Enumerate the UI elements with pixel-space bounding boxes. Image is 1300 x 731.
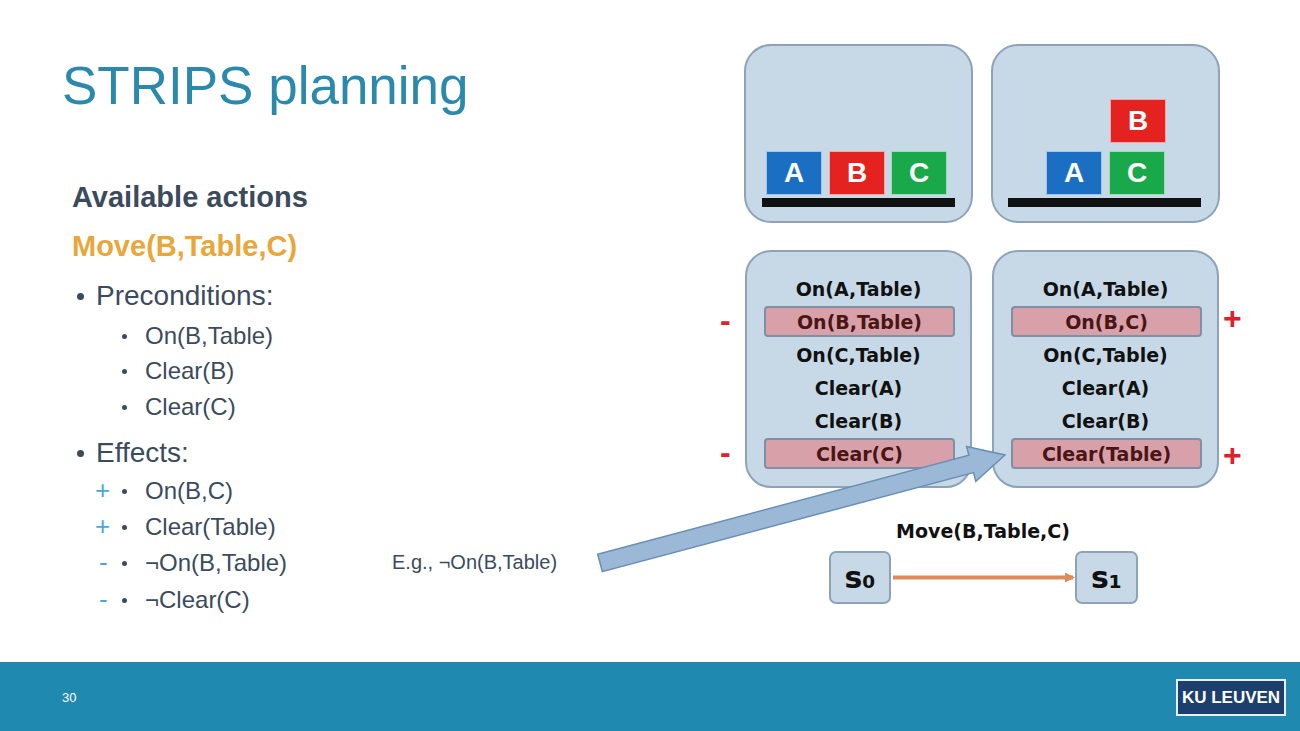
table-bar: [762, 198, 955, 207]
bullet-text: Clear(B): [145, 357, 234, 385]
bullet-dot: [77, 450, 84, 457]
block-letter: B: [1128, 105, 1148, 137]
example-note: E.g., ¬On(B,Table): [392, 551, 557, 574]
bullet-text: Clear(Table): [145, 513, 276, 541]
world-panel: [745, 45, 972, 222]
state-panel: On(A,Table) On(C,Table) Clear(A) Clear(B) On…: [745, 250, 972, 488]
block-box: C: [891, 151, 947, 195]
slide-title: STRIPS planning: [62, 56, 469, 116]
leader-arrow: [598, 447, 1005, 572]
fact-text: On(A,Table): [747, 277, 970, 301]
block-box: C: [1109, 151, 1165, 195]
fact-text: On(B,C): [1065, 311, 1148, 333]
block-box: B: [829, 151, 885, 195]
changed-fact-box: On(B,Table): [764, 306, 955, 337]
block-box: A: [766, 151, 822, 195]
bullet-text: Clear(C): [145, 393, 236, 421]
bullet-text: Preconditions:: [96, 280, 273, 312]
transition-label: Move(B,Table,C): [896, 520, 1070, 542]
fact-text: On(C,Table): [994, 343, 1217, 367]
fact-text: Clear(A): [747, 376, 970, 400]
bullet-dot: [122, 525, 127, 530]
bullet-dot: [122, 561, 127, 566]
footer-band: [0, 662, 1300, 731]
fact-text: Clear(B): [994, 409, 1217, 433]
bullet-text: On(B,Table): [145, 322, 273, 350]
changed-fact-box: On(B,C): [1011, 306, 1202, 337]
world-panel: [992, 45, 1219, 222]
changed-fact-box: Clear(Table): [1011, 438, 1202, 469]
delete-mark: -: [720, 302, 731, 339]
bullet-dot: [122, 489, 127, 494]
block-box: A: [1046, 151, 1102, 195]
state-name: s₀: [845, 560, 876, 595]
bullet-dot: [122, 405, 127, 410]
page-number: 30: [62, 691, 76, 706]
delete-mark: -: [99, 548, 108, 578]
changed-fact-box: Clear(C): [764, 438, 955, 469]
fact-text: Clear(Table): [1042, 443, 1171, 465]
section-heading: Available actions: [72, 181, 308, 214]
add-mark: +: [95, 512, 110, 542]
table-bar: [1008, 198, 1201, 207]
fact-text: Clear(C): [816, 443, 903, 465]
action-name: Move(B,Table,C): [72, 230, 297, 263]
fact-text: On(A,Table): [994, 277, 1217, 301]
add-mark: +: [1223, 300, 1242, 337]
bullet-text: ¬On(B,Table): [145, 549, 287, 577]
block-box: B: [1110, 99, 1166, 143]
bullet-dot: [122, 598, 127, 603]
fact-text: Clear(A): [994, 376, 1217, 400]
add-mark: +: [95, 476, 110, 506]
state-box: s₁: [1075, 551, 1138, 604]
block-letter: A: [1064, 157, 1084, 189]
bullet-text: ¬Clear(C): [145, 586, 250, 614]
bullet-dot: [77, 293, 84, 300]
bullet-dot: [122, 334, 127, 339]
fact-text: On(C,Table): [747, 343, 970, 367]
delete-mark: -: [99, 585, 108, 615]
add-mark: +: [1223, 437, 1242, 474]
logo-text: KU LEUVEN: [1182, 688, 1280, 708]
bullet-text: On(B,C): [145, 477, 233, 505]
bullet-dot: [122, 369, 127, 374]
state-box: s₀: [829, 551, 891, 604]
state-panel: On(A,Table) On(C,Table) Clear(A) Clear(B) On…: [992, 250, 1219, 488]
fact-text: Clear(B): [747, 409, 970, 433]
block-letter: A: [784, 157, 804, 189]
block-letter: C: [909, 157, 929, 189]
fact-text: On(B,Table): [797, 311, 922, 333]
bullet-text: Effects:: [96, 437, 189, 469]
state-name: s₁: [1091, 560, 1122, 595]
transition-arrow: [893, 576, 1073, 580]
block-letter: C: [1127, 157, 1147, 189]
delete-mark: -: [720, 434, 731, 471]
block-letter: B: [847, 157, 867, 189]
